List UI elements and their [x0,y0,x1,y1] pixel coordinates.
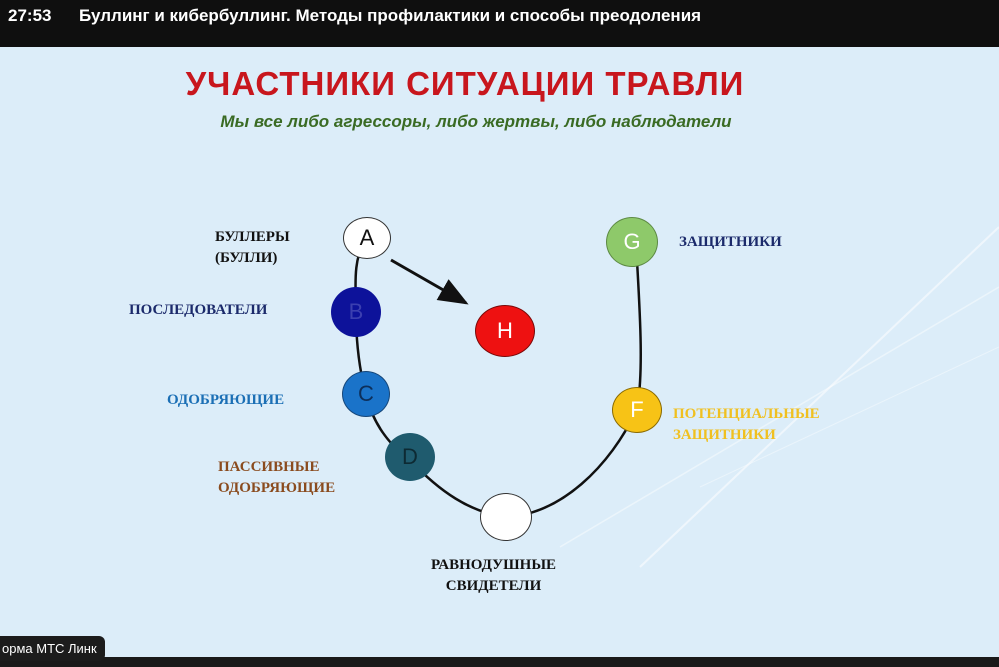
label-passive-line1: ПАССИВНЫЕ [218,459,320,475]
node-b: B [331,287,381,337]
label-witnesses: РАВНОДУШНЫЕ СВИДЕТЕЛИ [431,555,556,597]
node-a: A [343,217,391,259]
slide-subtitle: Мы все либо агрессоры, либо жертвы, либо… [220,112,732,131]
label-passive-line2: ОДОБРЯЮЩИЕ [218,480,336,496]
label-passive: ПАССИВНЫЕ ОДОБРЯЮЩИЕ [218,457,335,499]
node-d: D [385,433,435,481]
decorative-streak [559,286,999,548]
label-potential-line2: ЗАЩИТНИКИ [673,427,776,443]
node-f: F [612,387,662,433]
platform-chip[interactable]: орма МТС Линк [0,636,105,661]
label-potential-defenders: ПОТЕНЦИАЛЬНЫЕ ЗАЩИТНИКИ [673,404,820,446]
video-title-bar: 27:53 Буллинг и кибербуллинг. Методы про… [0,0,999,47]
label-bullies: БУЛЛЕРЫ (БУЛЛИ) [215,227,290,269]
label-approving: ОДОБРЯЮЩИЕ [167,392,285,408]
node-e [480,493,532,541]
node-h: H [475,305,535,357]
slide-title: УЧАСТНИКИ СИТУАЦИИ ТРАВЛИ [185,65,745,102]
node-c: C [342,371,390,417]
label-followers: ПОСЛЕДОВАТЕЛИ [129,302,268,318]
label-witnesses-line2: СВИДЕТЕЛИ [445,578,542,594]
player-bottom-bar [0,657,999,667]
label-defenders: ЗАЩИТНИКИ [679,234,782,250]
decorative-streak [699,346,999,488]
decorative-streak [639,226,999,568]
node-g: G [606,217,658,267]
label-potential-line1: ПОТЕНЦИАЛЬНЫЕ [673,406,820,422]
label-bullies-line2: (БУЛЛИ) [215,250,278,266]
aggression-arrow [390,258,469,305]
playback-time: 27:53 [8,6,52,25]
presentation-slide: УЧАСТНИКИ СИТУАЦИИ ТРАВЛИ Мы все либо аг… [0,47,999,657]
label-witnesses-line1: РАВНОДУШНЫЕ [431,557,557,573]
video-title: Буллинг и кибербуллинг. Методы профилакт… [79,6,702,25]
label-bullies-line1: БУЛЛЕРЫ [215,229,290,245]
